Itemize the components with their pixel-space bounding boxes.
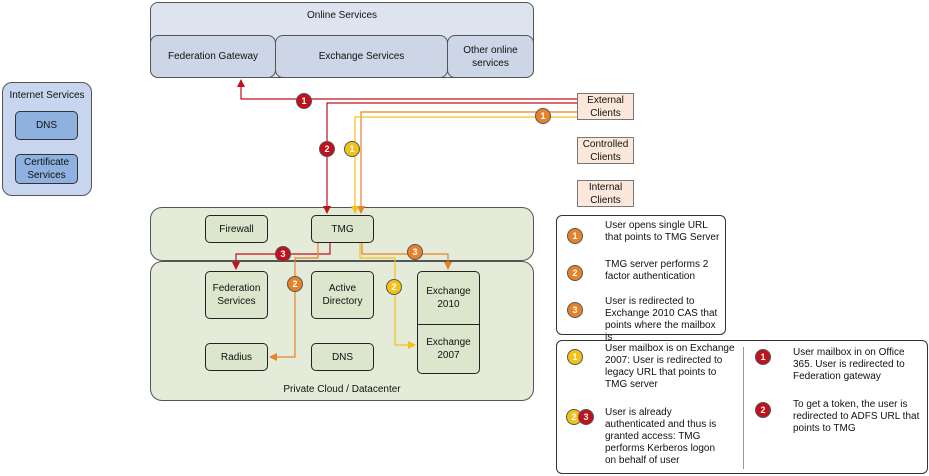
legend-top-badge-3: 3 xyxy=(567,302,583,318)
legend-bottom-right-badge-2: 2 xyxy=(755,402,771,418)
orange-path-to-radius xyxy=(269,243,319,361)
tmg-label: TMG xyxy=(331,223,354,235)
legend-bottom-right-badge-1: 1 xyxy=(755,349,771,365)
legend-top-badge-1: 1 xyxy=(567,228,583,244)
exchange-services-label: Exchange Services xyxy=(318,51,405,62)
internal-clients-node: Internal Clients xyxy=(577,180,634,207)
legend-top-text-2: TMG server performs 2 factor authenticat… xyxy=(605,259,709,282)
badge-orange-2: 2 xyxy=(287,276,303,292)
controlled-clients-label: Controlled Clients xyxy=(582,138,629,163)
firewall-node: Firewall xyxy=(205,215,268,243)
active-directory-label: Active Directory xyxy=(322,283,363,307)
badge-red-3: 3 xyxy=(275,246,291,262)
legend-bottom-left-text-2: User is already authenticated and thus i… xyxy=(605,407,717,466)
legend-bottom-left-badge-3: 3 xyxy=(578,409,594,425)
red-path-to-tmg xyxy=(323,102,577,214)
yellow-path-to-exchange-2007 xyxy=(359,243,416,349)
federation-gateway-label: Federation Gateway xyxy=(167,51,259,62)
yellow-path-to-tmg xyxy=(351,116,577,214)
federation-services-node: Federation Services xyxy=(205,271,268,319)
internal-clients-label: Internal Clients xyxy=(588,181,623,206)
exchange-2007-node: Exchange 2007 xyxy=(417,324,480,374)
legend-bottom: 1 User mailbox is on Exchange 2007: User… xyxy=(556,340,928,474)
exchange-services-node: Exchange Services xyxy=(275,35,448,78)
external-clients-label: External Clients xyxy=(587,94,624,119)
internet-dns-label: DNS xyxy=(35,120,58,131)
exchange-2007-label: Exchange 2007 xyxy=(426,337,471,361)
legend-bottom-divider xyxy=(743,347,744,469)
online-services-title: Online Services xyxy=(306,10,378,21)
legend-bottom-right-text-1: User mailbox in on Office 365. User is r… xyxy=(793,347,905,382)
radius-node: Radius xyxy=(205,343,268,371)
badge-orange-1: 1 xyxy=(535,108,551,124)
badge-red-2: 2 xyxy=(319,141,335,157)
badge-red-1: 1 xyxy=(296,93,312,109)
other-online-services-label: Other online services xyxy=(463,44,518,69)
legend-bottom-right-text-2: To get a token, the user is redirected t… xyxy=(793,399,920,434)
datacenter-dns-node: DNS xyxy=(311,343,374,371)
legend-top-text-1: User opens single URL that points to TMG… xyxy=(605,220,720,243)
controlled-clients-node: Controlled Clients xyxy=(577,137,634,164)
legend-top: 1 User opens single URL that points to T… xyxy=(556,215,726,343)
internet-services-title: Internet Services xyxy=(9,90,85,101)
internet-dns-node: DNS xyxy=(15,111,78,140)
radius-label: Radius xyxy=(220,351,253,363)
red-path-to-federation-gateway xyxy=(237,79,577,100)
badge-orange-3: 3 xyxy=(407,244,423,260)
orange-path-to-exchange-2010 xyxy=(361,243,452,270)
exchange-2010-node: Exchange 2010 xyxy=(417,271,480,325)
tmg-node: TMG xyxy=(311,215,374,243)
legend-bottom-left-text-1: User mailbox is on Exchange 2007: User i… xyxy=(605,343,735,390)
datacenter-dns-label: DNS xyxy=(331,351,354,363)
other-online-services-node: Other online services xyxy=(447,35,534,78)
legend-top-badge-2: 2 xyxy=(567,265,583,281)
badge-yellow-2: 2 xyxy=(386,279,402,295)
legend-bottom-left-badge-1: 1 xyxy=(567,349,583,365)
federation-gateway-node: Federation Gateway xyxy=(150,35,276,78)
certificate-services-node: Certificate Services xyxy=(15,154,78,184)
federation-services-label: Federation Services xyxy=(212,283,261,307)
external-clients-node: External Clients xyxy=(577,93,634,120)
datacenter-label: Private Cloud / Datacenter xyxy=(283,384,401,395)
active-directory-node: Active Directory xyxy=(311,271,374,319)
badge-yellow-1: 1 xyxy=(344,141,360,157)
orange-path-to-tmg xyxy=(357,111,577,214)
certificate-services-label: Certificate Services xyxy=(23,157,69,181)
legend-top-text-3: User is redirected to Exchange 2010 CAS … xyxy=(605,296,718,343)
firewall-label: Firewall xyxy=(219,223,254,235)
exchange-2010-label: Exchange 2010 xyxy=(426,286,471,310)
